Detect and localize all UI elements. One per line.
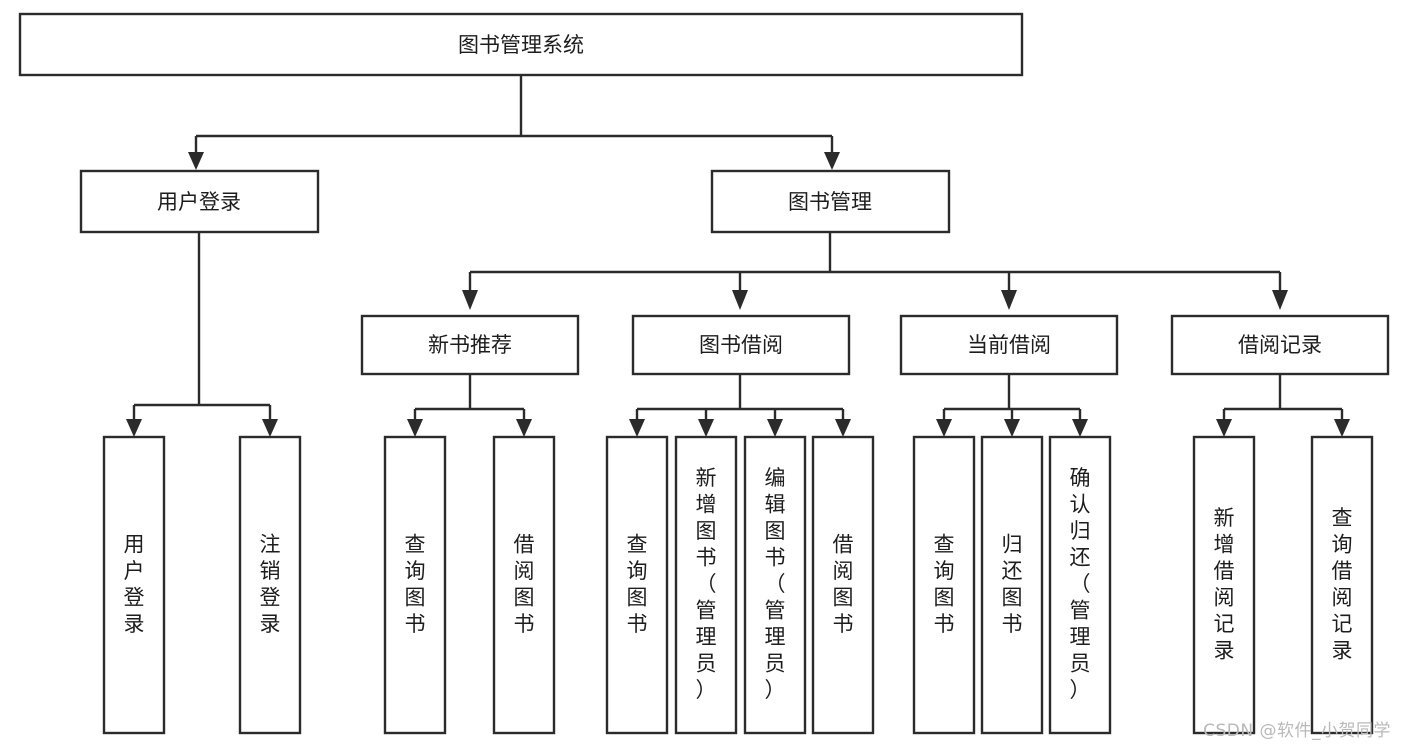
node-leaf-add-book-box[interactable] (674, 435, 738, 735)
node-root-label: 图书管理系统 (458, 33, 584, 57)
arrow-head-icon (407, 419, 423, 437)
arrow-head-icon (767, 419, 783, 437)
node-leaf-query-book-2-label: 查询图书 (627, 532, 648, 636)
node-leaf-query-book-1-label: 查询图书 (405, 532, 426, 636)
connector-root-to-level1 (194, 76, 834, 158)
node-leaf-add-book[interactable]: 新增图书（管理员） (674, 435, 738, 735)
node-leaf-edit-book[interactable]: 编辑图书（管理员） (743, 435, 807, 735)
node-current-borrow-label: 当前借阅 (967, 333, 1051, 357)
node-user-login-box[interactable] (79, 169, 320, 234)
node-leaf-query-book-2[interactable]: 查询图书 (605, 435, 669, 735)
node-leaf-query-record[interactable]: 查询借阅记录 (1310, 435, 1374, 735)
node-user-login[interactable]: 用户登录 (79, 169, 320, 234)
connector-layer (132, 76, 1344, 424)
arrow-head-icon (1272, 290, 1288, 310)
node-book-borrow-label: 图书借阅 (699, 333, 783, 357)
arrow-head-icon (1334, 419, 1350, 437)
node-leaf-query-book-3-box[interactable] (912, 435, 976, 735)
node-borrow-record[interactable]: 借阅记录 (1170, 314, 1390, 376)
node-leaf-query-book-1-box[interactable] (383, 435, 447, 735)
arrow-head-icon (516, 419, 532, 437)
connector-bookmanage-to-level2 (468, 233, 1282, 296)
connector-borrowrecord-to-leaves (1222, 374, 1344, 424)
node-leaf-add-record[interactable]: 新增借阅记录 (1192, 435, 1256, 735)
node-new-book-recommend[interactable]: 新书推荐 (360, 314, 580, 376)
node-book-borrow[interactable]: 图书借阅 (631, 314, 851, 376)
node-borrow-record-label: 借阅记录 (1238, 333, 1322, 357)
node-leaf-logout-login-label: 注销登录 (260, 532, 281, 636)
node-leaf-confirm-return[interactable]: 确认归还（管理员） (1048, 435, 1112, 735)
arrow-head-icon (262, 419, 278, 437)
arrow-head-icon (1216, 419, 1232, 437)
arrow-head-icon (462, 290, 478, 310)
node-leaf-user-login[interactable]: 用户登录 (102, 435, 166, 735)
node-leaf-confirm-return-box[interactable] (1048, 435, 1112, 735)
node-leaf-user-login-label: 用户登录 (124, 532, 145, 636)
node-book-borrow-box[interactable] (631, 314, 851, 376)
arrow-head-icon (936, 419, 952, 437)
arrow-head-icon (1072, 419, 1088, 437)
connector-userlogin-to-leaves (132, 233, 272, 424)
arrow-head-icon (698, 419, 714, 437)
node-leaf-query-book-2-box[interactable] (605, 435, 669, 735)
node-leaf-query-book-1[interactable]: 查询图书 (383, 435, 447, 735)
node-leaf-borrow-book-1[interactable]: 借阅图书 (492, 435, 556, 735)
node-leaf-add-book-label: 新增图书（管理员） (696, 466, 717, 702)
node-leaf-borrow-book-1-box[interactable] (492, 435, 556, 735)
arrow-head-icon (1001, 290, 1017, 310)
node-current-borrow[interactable]: 当前借阅 (899, 314, 1119, 376)
arrow-head-icon (629, 419, 645, 437)
node-root-box[interactable] (18, 12, 1024, 77)
node-leaf-logout-login[interactable]: 注销登录 (238, 435, 302, 735)
arrow-head-icon (188, 152, 204, 170)
node-leaf-return-book[interactable]: 归还图书 (980, 435, 1044, 735)
node-leaf-query-book-3[interactable]: 查询图书 (912, 435, 976, 735)
connector-newbook-to-leaves (413, 374, 526, 424)
node-leaf-return-book-box[interactable] (980, 435, 1044, 735)
arrow-head-icon (1004, 419, 1020, 437)
node-leaf-edit-book-label: 编辑图书（管理员） (765, 466, 786, 702)
node-new-book-recommend-label: 新书推荐 (428, 333, 512, 357)
node-book-manage-label: 图书管理 (788, 190, 872, 214)
node-new-book-recommend-box[interactable] (360, 314, 580, 376)
node-book-manage-box[interactable] (710, 169, 951, 234)
arrow-head-icon (835, 419, 851, 437)
node-leaf-borrow-book-2-label: 借阅图书 (833, 532, 854, 636)
node-leaf-query-book-3-label: 查询图书 (934, 532, 955, 636)
node-leaf-add-record-box[interactable] (1192, 435, 1256, 735)
node-leaf-logout-login-box[interactable] (238, 435, 302, 735)
node-leaf-return-book-label: 归还图书 (1002, 532, 1023, 636)
node-user-login-label: 用户登录 (157, 190, 241, 214)
node-leaf-query-record-box[interactable] (1310, 435, 1374, 735)
arrow-head-icon (732, 290, 748, 310)
node-root[interactable]: 图书管理系统 (18, 12, 1024, 77)
node-leaf-query-record-label: 查询借阅记录 (1332, 506, 1353, 663)
connector-bookborrow-to-leaves (635, 374, 845, 424)
arrow-head-icon (126, 419, 142, 437)
arrow-head-layer (126, 152, 1350, 437)
node-leaf-borrow-book-2[interactable]: 借阅图书 (811, 435, 875, 735)
node-leaf-borrow-book-1-label: 借阅图书 (514, 532, 535, 636)
node-current-borrow-box[interactable] (899, 314, 1119, 376)
node-leaf-edit-book-box[interactable] (743, 435, 807, 735)
node-book-manage[interactable]: 图书管理 (710, 169, 951, 234)
connector-currentborrow-to-leaves (942, 374, 1082, 424)
leaf-node-layer: 用户登录 注销登录 查询图书 借阅图书 查询图书 新增图书 (102, 435, 1374, 735)
arrow-head-icon (824, 152, 840, 170)
node-leaf-user-login-box[interactable] (102, 435, 166, 735)
node-leaf-add-record-label: 新增借阅记录 (1214, 506, 1235, 663)
node-borrow-record-box[interactable] (1170, 314, 1390, 376)
node-leaf-confirm-return-label: 确认归还（管理员） (1070, 466, 1091, 702)
node-leaf-borrow-book-2-box[interactable] (811, 435, 875, 735)
